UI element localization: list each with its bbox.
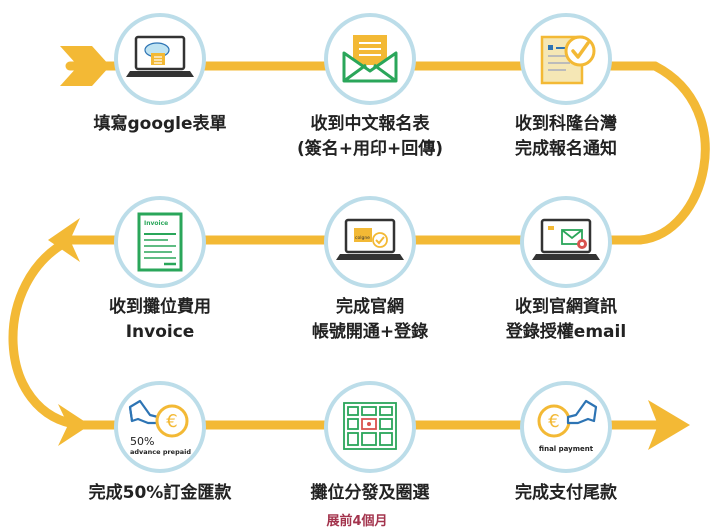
step-label-line: 完成50%訂金匯款	[88, 483, 232, 503]
step-label-line: 收到攤位費用	[109, 297, 211, 317]
step-label-final-payment: 完成支付尾款	[466, 481, 666, 506]
step-label-line: 收到科隆台灣	[515, 114, 617, 134]
step-receive-booth-invoice-icon: Invoice	[114, 196, 206, 288]
step-label-line: 登錄授權email	[505, 322, 627, 342]
step-website-account-icon: colgne	[324, 196, 416, 288]
step-receive-kelong-notice-icon	[520, 13, 612, 105]
timing-note: 展前4個月	[326, 514, 388, 529]
envelope-letter-icon	[342, 35, 398, 83]
step-pay-deposit-icon: € 50% advance prepaid	[114, 381, 206, 473]
step-label-line: 完成支付尾款	[515, 483, 617, 503]
step-fill-google-form-icon	[114, 13, 206, 105]
step-label-fill-google-form: 填寫google表單	[60, 112, 260, 137]
svg-text:€: €	[548, 411, 559, 432]
final-payment-icon-text: final payment	[539, 445, 594, 453]
website-logo-text: colgne	[355, 235, 370, 241]
step-label-line: 帳號開通+登錄	[311, 322, 429, 342]
step-booth-allocation-icon	[324, 381, 416, 473]
path-turn-right	[635, 61, 710, 245]
step-final-payment-icon: € final payment	[520, 381, 612, 473]
step-label-line: 完成官網	[336, 297, 404, 317]
svg-text:€: €	[166, 411, 177, 432]
laptop-website-check-icon: colgne	[336, 218, 404, 260]
checked-document-icon	[540, 35, 596, 85]
step-label-line: 攤位分發及圈選	[310, 483, 430, 503]
step-label-receive-chinese-form: 收到中文報名表 (簽名+用印+回傳)	[270, 112, 470, 162]
invoice-icon-text: Invoice	[144, 220, 168, 227]
floor-plan-icon	[343, 402, 397, 450]
end-arrow	[648, 400, 690, 450]
euro-coin-hand-icon: € final payment	[537, 399, 598, 453]
step-label-pay-deposit: 完成50%訂金匯款	[60, 481, 260, 506]
step-label-booth-allocation: 攤位分發及圈選	[270, 481, 470, 506]
deposit-percent-text: 50%	[130, 435, 154, 448]
step-label-line: 完成報名通知	[515, 139, 617, 159]
hand-euro-coin-icon: € 50% advance prepaid	[128, 399, 191, 456]
invoice-icon: Invoice	[137, 212, 183, 272]
step-label-receive-official-info: 收到官網資訊 登錄授權email	[466, 295, 666, 345]
start-tail-arrow	[60, 46, 110, 86]
step-label-website-account: 完成官網 帳號開通+登錄	[270, 295, 470, 345]
laptop-cloud-form-icon	[126, 35, 194, 77]
arrow-head-row-2	[48, 218, 80, 262]
laptop-email-icon	[532, 218, 600, 260]
step-label-receive-kelong-notice: 收到科隆台灣 完成報名通知	[466, 112, 666, 162]
step-label-line: 收到中文報名表	[310, 114, 430, 134]
step-receive-chinese-form-icon	[324, 13, 416, 105]
arrow-head-row-3	[58, 404, 90, 446]
advance-prepaid-text: advance prepaid	[130, 448, 191, 456]
step-label-line: Invoice	[125, 322, 195, 342]
path-turn-left	[8, 235, 85, 430]
step-label-line: 收到官網資訊	[515, 297, 617, 317]
step-label-line: 填寫google表單	[93, 114, 227, 134]
step-label-receive-booth-invoice: 收到攤位費用 Invoice	[60, 295, 260, 345]
step-receive-official-info-icon	[520, 196, 612, 288]
step-label-line: (簽名+用印+回傳)	[296, 139, 444, 159]
